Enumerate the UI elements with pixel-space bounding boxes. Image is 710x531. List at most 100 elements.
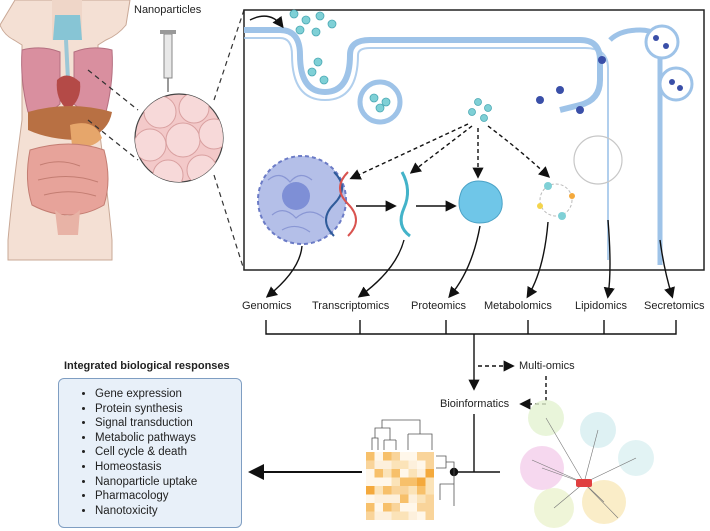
heatmap-cell — [408, 477, 417, 486]
heatmap-cell — [383, 452, 392, 461]
heatmap-cell — [374, 460, 383, 469]
heatmap-cell — [425, 477, 434, 486]
analysis-connectors — [248, 414, 500, 480]
exosome-particles — [536, 35, 683, 114]
heatmap-cell — [383, 486, 392, 495]
heatmap-cell — [408, 494, 417, 503]
heatmap-cell — [400, 511, 409, 520]
human-body-figure — [0, 0, 131, 261]
heatmap-cell — [383, 494, 392, 503]
heatmap-cell — [417, 511, 426, 520]
heatmap-cell — [366, 511, 375, 520]
heatmap-cell — [391, 511, 400, 520]
responses-list: Gene expression Protein synthesis Signal… — [59, 379, 241, 518]
heatmap-cell — [400, 452, 409, 461]
heatmap-cell — [408, 460, 417, 469]
heatmap-cell — [391, 452, 400, 461]
response-item: Pharmacology — [95, 489, 241, 504]
endosome-vesicle — [357, 79, 403, 125]
magnification-lines — [87, 9, 245, 271]
response-item: Nanotoxicity — [95, 504, 241, 519]
response-item: Cell cycle & death — [95, 445, 241, 460]
multi-omics-label: Multi-omics — [519, 360, 575, 372]
heatmap-cell — [408, 511, 417, 520]
omics-label-metabolomics: Metabolomics — [484, 300, 552, 312]
heatmap-cell — [425, 452, 434, 461]
heatmap-cell — [425, 494, 434, 503]
stomach-icon — [70, 123, 102, 147]
heatmap-cell — [408, 452, 417, 461]
intestine-icon — [26, 143, 109, 216]
heatmap-cell — [417, 469, 426, 478]
heatmap-cell — [408, 486, 417, 495]
heatmap-cell — [374, 511, 383, 520]
heatmap-cell — [391, 486, 400, 495]
heatmap-cell — [400, 486, 409, 495]
heatmap-cell — [391, 469, 400, 478]
heatmap-cell — [374, 494, 383, 503]
heatmap-cell — [425, 469, 434, 478]
bladder-icon — [55, 210, 80, 235]
mrna-icon — [399, 171, 411, 238]
cell-panel — [243, 9, 705, 271]
heatmap-cell — [425, 460, 434, 469]
heatmap-icon — [366, 419, 455, 520]
omics-label-transcriptomics: Transcriptomics — [312, 300, 390, 312]
tissue-magnifier — [134, 93, 224, 183]
nucleus-icon — [257, 155, 347, 245]
heatmap-cell — [417, 503, 426, 512]
response-item: Signal transduction — [95, 416, 241, 431]
network-diagram-icon — [520, 400, 654, 528]
heatmap-cell — [400, 477, 409, 486]
heatmap-cell — [417, 452, 426, 461]
heatmap-cell — [408, 469, 417, 478]
heatmap-cell — [391, 460, 400, 469]
thyroid-icon — [53, 15, 82, 40]
heatmap-cell — [374, 503, 383, 512]
nanoparticle-cluster — [289, 9, 492, 122]
heatmap-cell — [391, 494, 400, 503]
heatmap-cell — [383, 460, 392, 469]
heatmap-cell — [366, 460, 375, 469]
nanoparticles-label: Nanoparticles — [134, 4, 202, 16]
heatmap-cell — [391, 503, 400, 512]
heatmap-cell — [417, 460, 426, 469]
cell-membrane — [244, 27, 603, 113]
left-lung-icon — [21, 47, 61, 115]
responses-box: Gene expression Protein synthesis Signal… — [58, 378, 242, 528]
heatmap-cell — [374, 486, 383, 495]
heatmap-cell — [383, 469, 392, 478]
heatmap-cell — [425, 503, 434, 512]
right-lung-icon — [73, 47, 113, 115]
heatmap-cell — [425, 486, 434, 495]
response-item: Homeostasis — [95, 460, 241, 475]
heatmap-cell — [400, 503, 409, 512]
heatmap-cell — [383, 511, 392, 520]
omics-label-secretomics: Secretomics — [644, 300, 705, 312]
heatmap-cell — [417, 477, 426, 486]
lipid-pathway-icon — [573, 135, 623, 185]
heatmap-cell — [383, 477, 392, 486]
heatmap-cell — [374, 452, 383, 461]
response-item: Nanoparticle uptake — [95, 475, 241, 490]
response-item: Gene expression — [95, 387, 241, 402]
heatmap-cell — [374, 477, 383, 486]
omics-connectors — [265, 219, 675, 299]
heatmap-cell — [366, 494, 375, 503]
heatmap-cell — [400, 494, 409, 503]
heatmap-cell — [366, 486, 375, 495]
response-item: Protein synthesis — [95, 402, 241, 417]
hub-node — [576, 479, 592, 487]
heatmap-cell — [366, 477, 375, 486]
heatmap-cell — [408, 503, 417, 512]
omics-label-proteomics: Proteomics — [411, 300, 467, 312]
bioinformatics-label: Bioinformatics — [440, 398, 510, 410]
heatmap-cell — [374, 469, 383, 478]
protein-icon — [458, 180, 503, 224]
heatmap-cell — [425, 511, 434, 520]
heart-icon — [56, 75, 81, 110]
heatmap-cell — [391, 477, 400, 486]
heatmap-cell — [400, 460, 409, 469]
heatmap-cell — [366, 452, 375, 461]
